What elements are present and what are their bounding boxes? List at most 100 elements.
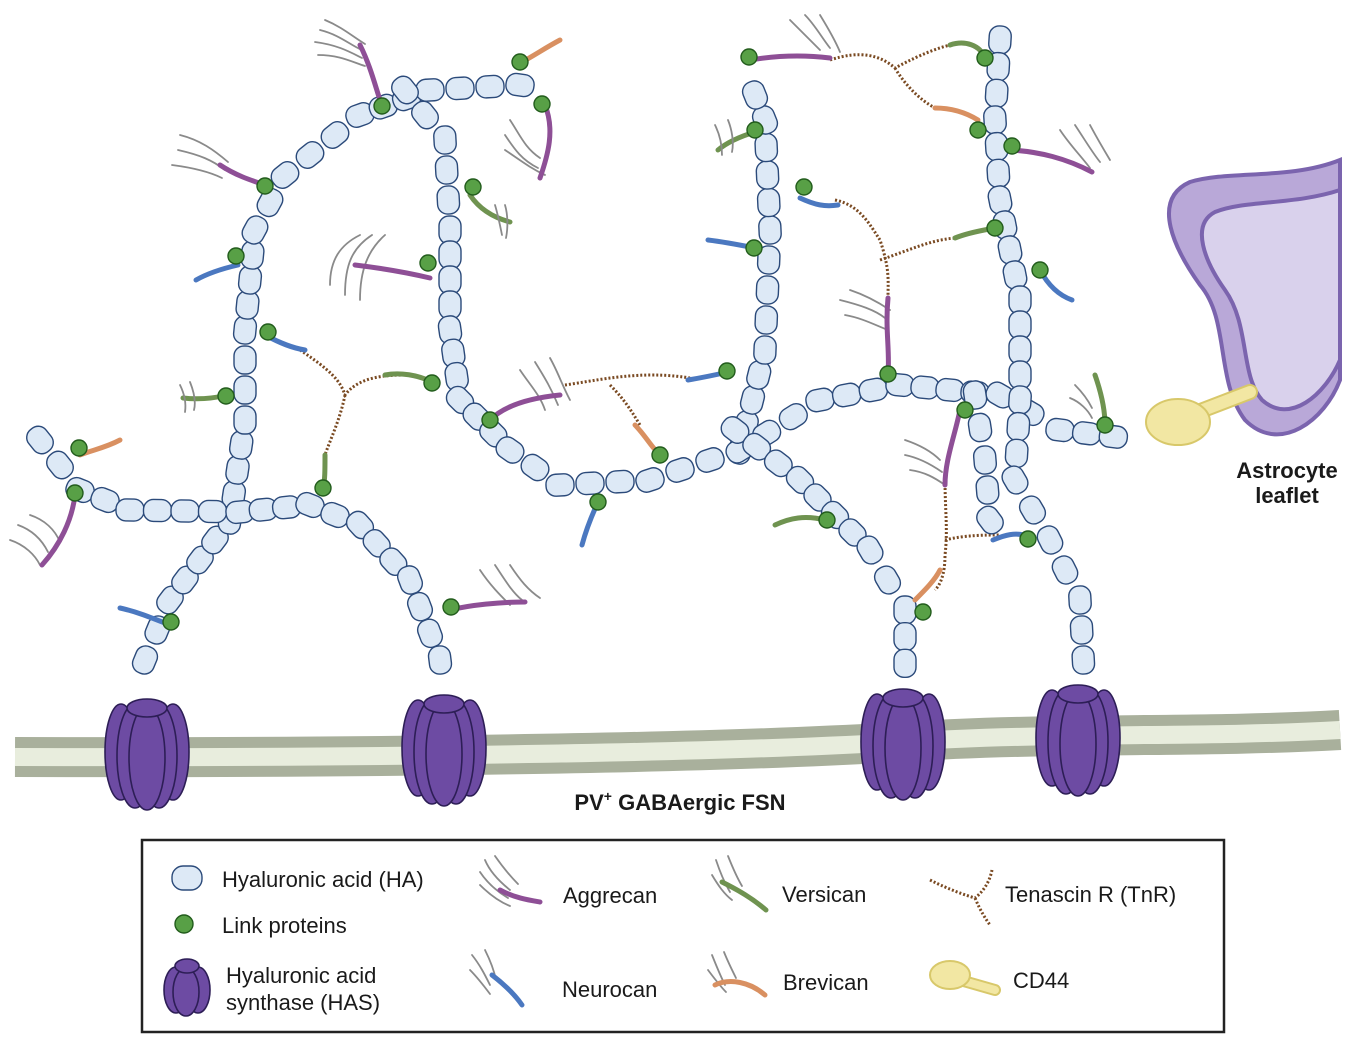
link-protein-dot [740,48,758,66]
ha-bead [433,125,457,155]
link-protein-dot [217,387,235,405]
cd44-receptor [1145,384,1258,446]
legend-has-label2: synthase (HAS) [226,990,380,1015]
ha-bead [856,535,884,565]
ha-bead [962,380,988,410]
link-protein-dot [914,603,932,621]
has-complexes [104,684,1121,811]
tenascin-network [299,43,1001,592]
ha-bead [427,645,453,675]
ha-bead [1006,411,1031,442]
ha-bead [295,141,325,169]
ha-bead [233,375,257,405]
link-protein-dot [795,178,813,196]
ha-bead [983,105,1007,135]
ha-bead [756,245,781,275]
link-protein-dot [481,411,499,429]
link-protein-dot [66,484,84,502]
ha-bead [411,100,439,130]
ha-bead [1004,438,1029,469]
link-protein-dot [956,401,974,419]
ha-bead [831,382,862,408]
ha-bead [438,265,462,295]
link-protein-dot [373,97,391,115]
has-complex [1035,684,1121,797]
link-protein-dot [511,53,529,71]
legend-link-label: Link proteins [222,913,347,938]
ha-bead [1036,525,1064,555]
ha-bead [438,215,462,245]
link-protein-dot [1019,530,1037,548]
legend-cd44-icon [929,960,1001,996]
ha-bead [755,160,780,190]
ha-bead [755,275,780,305]
ha-bead [1008,360,1032,390]
ha-bead [1008,335,1032,365]
link-protein-dot [1003,137,1021,155]
ha-bead [1008,310,1032,340]
ha-bead [445,76,475,101]
ha-bead [256,187,284,218]
ha-bead [475,74,505,99]
ha-bead [434,155,459,185]
ha-bead [320,121,350,149]
legend-ha-label: Hyaluronic acid (HA) [222,867,424,892]
has-top [423,694,465,714]
link-protein-dot [969,121,987,139]
ha-bead [520,453,550,482]
has-subunit [884,695,922,801]
ha-bead [1018,495,1047,525]
ha-bead [758,215,782,245]
link-protein-dot [651,446,669,464]
legend: Hyaluronic acid (HA) Link proteins Hyalu… [140,838,1226,1034]
ha-bead [438,240,462,270]
ha-bead [505,72,535,98]
ha-bead [893,621,917,652]
ha-bead [1069,615,1094,645]
ha-bead [984,78,1009,109]
ha-bead [1068,585,1092,615]
neuron-label: PV+ GABAergic FSN [574,788,785,815]
legend-cd44-label: CD44 [1013,968,1069,993]
legend-brevican-label: Brevican [783,970,869,995]
ha-bead [575,471,605,496]
legend-versican-label: Versican [782,882,866,907]
link-protein-dot [423,374,441,392]
link-protein-dot [976,49,994,67]
astrocyte-label-line1: Astrocyte [1236,458,1337,483]
ha-bead [438,290,462,320]
legend-tenascin-icon [929,869,994,926]
ha-bead [406,591,434,622]
hyaluronic-acid-chains [26,25,1129,679]
has-subunit [425,701,463,807]
link-protein-dot [879,365,897,383]
has-complex [104,698,190,811]
astrocyte-leaflet [1167,157,1342,437]
ha-bead [415,78,445,102]
link-protein-dot [162,613,180,631]
has-top [1057,684,1099,704]
link-protein-dot [227,247,245,265]
link-protein-dot [464,178,482,196]
link-protein-dot [1031,261,1049,279]
ha-bead [753,335,777,365]
link-protein-dot [745,239,763,257]
ha-bead [972,445,998,475]
neuron-membrane [14,710,1342,778]
link-protein-dot [419,254,437,272]
has-top [126,698,168,718]
ha-bead [26,425,54,455]
ha-bead [778,402,808,431]
ha-bead [1071,645,1096,675]
link-protein-dot [442,598,460,616]
has-complex [401,694,487,807]
ha-bead [46,450,74,480]
ha-bead [170,499,200,523]
link-protein-dot [746,121,764,139]
link-protein-dot [986,219,1004,237]
astrocyte-label-line2: leaflet [1255,483,1319,508]
link-protein-dot [589,493,607,511]
ha-bead [754,305,779,335]
ha-bead [605,469,635,494]
